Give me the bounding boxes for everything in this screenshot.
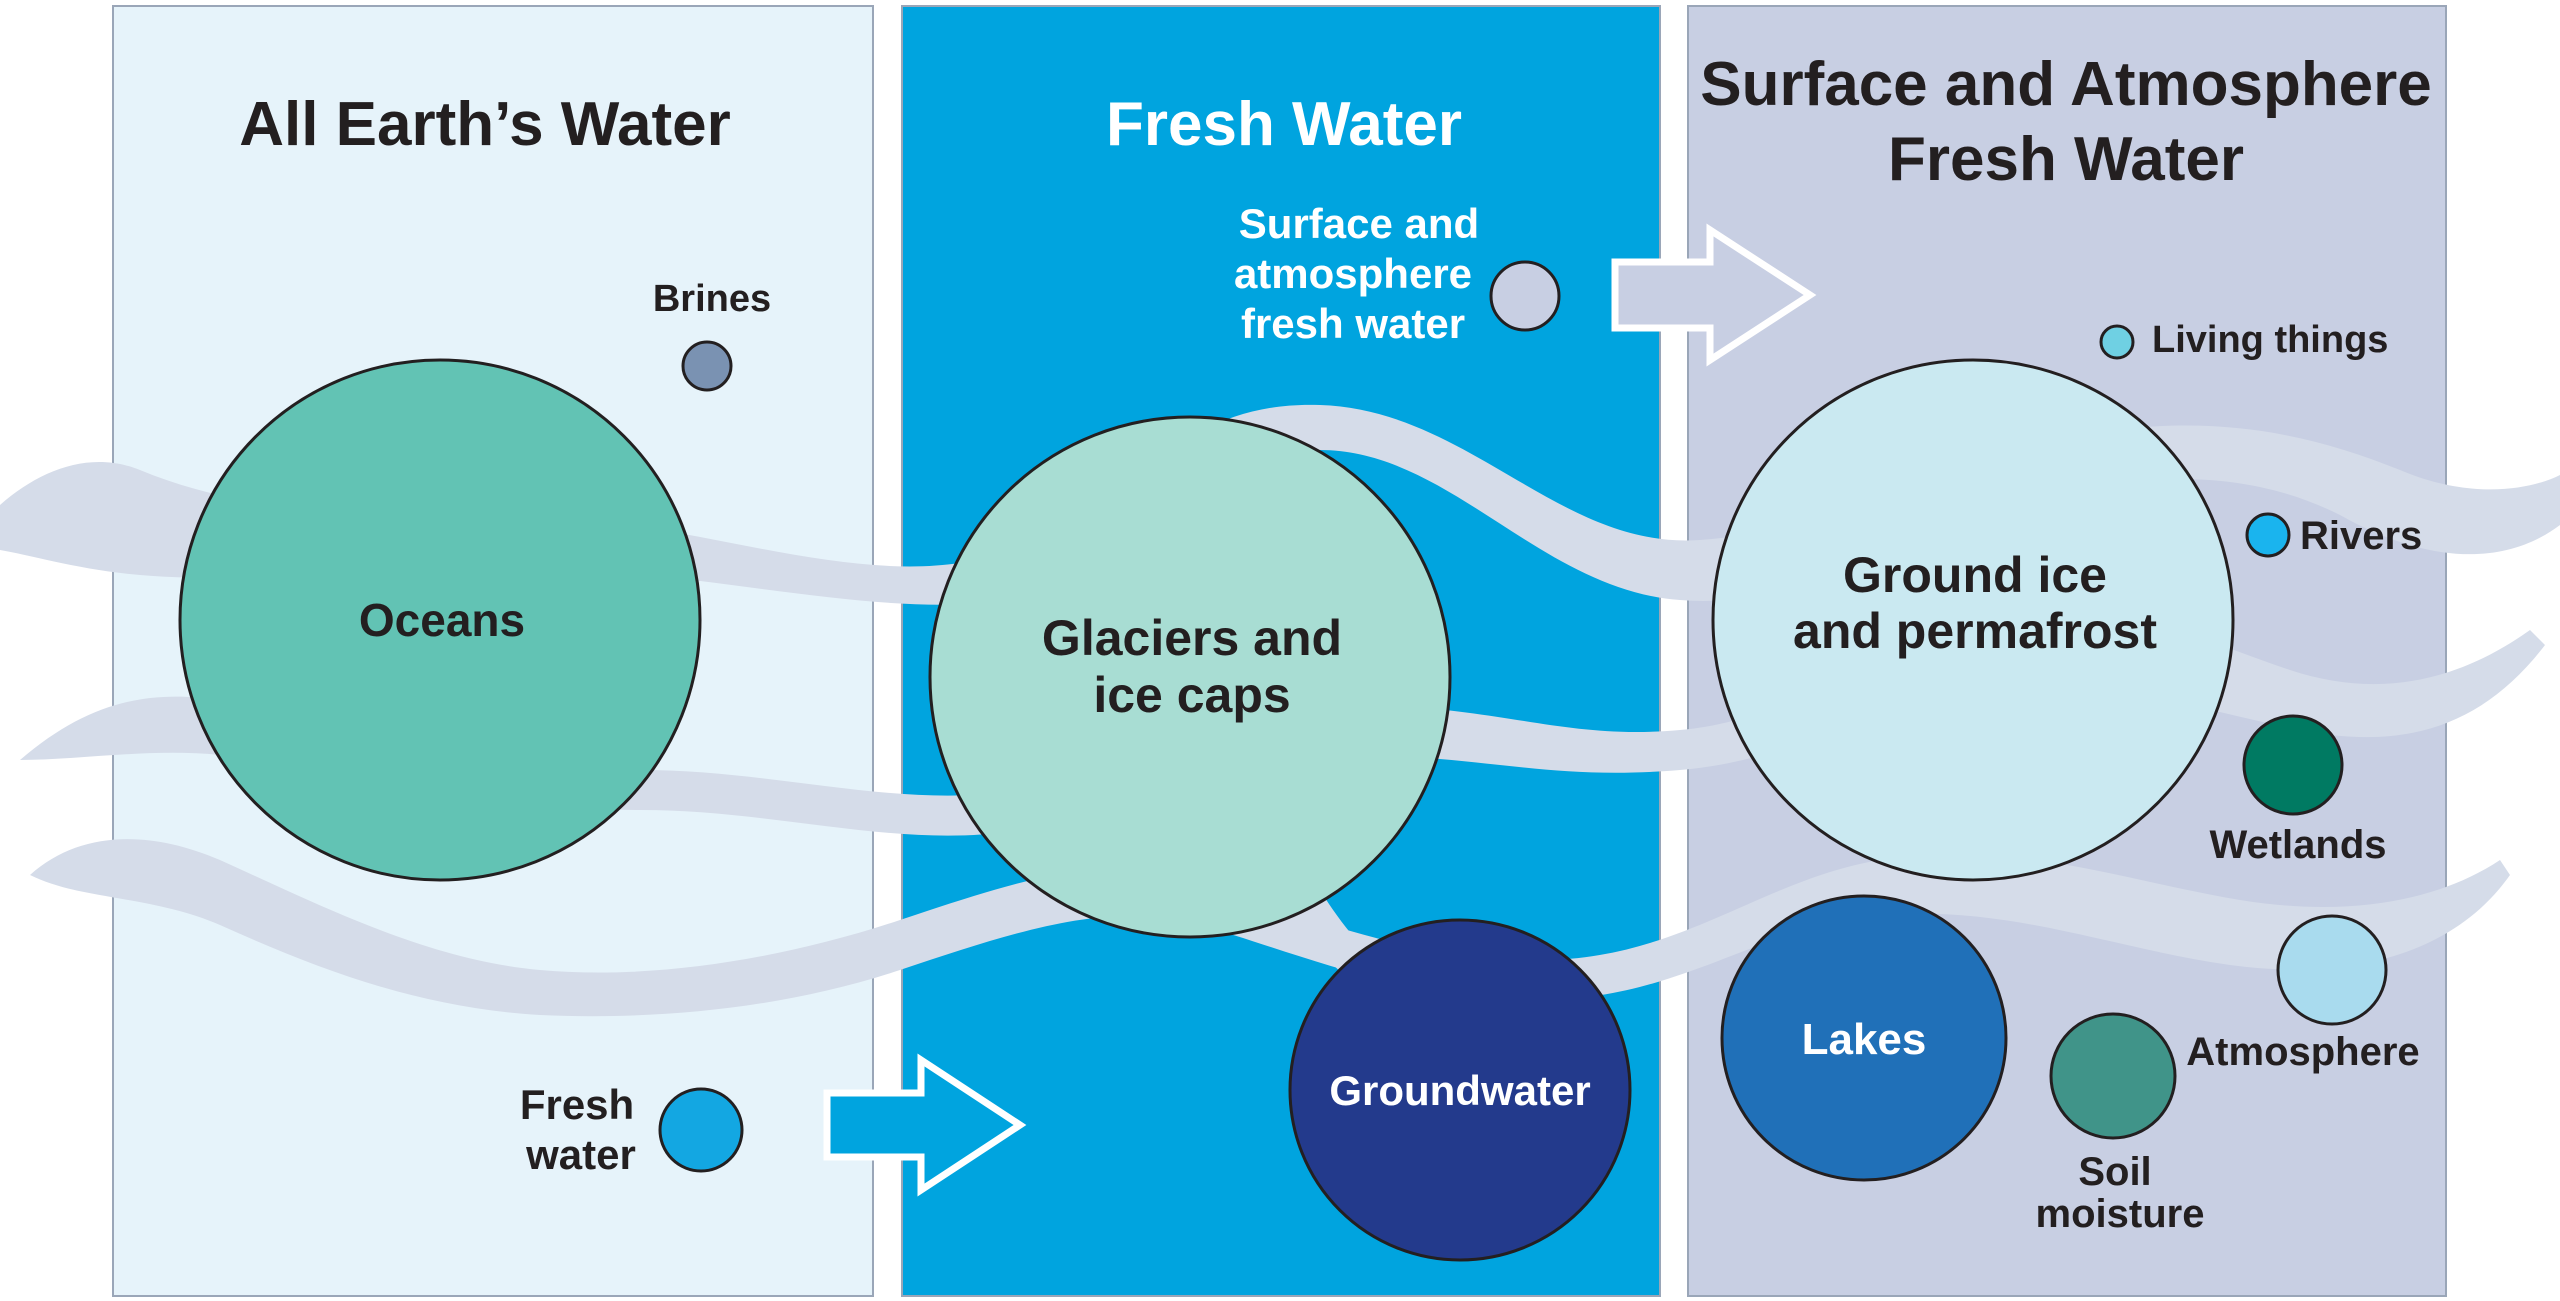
glaciers-label-line1: Glaciers and	[1042, 610, 1342, 666]
fresh-water-circle	[658, 1087, 744, 1173]
panel-title-surface-line1: Surface and Atmosphere	[1700, 50, 2432, 119]
surface-fw-circle	[1489, 260, 1561, 332]
living-things-circle	[2099, 324, 2135, 360]
rivers-circle	[2245, 512, 2291, 558]
ground-ice-label-line1: Ground ice	[1843, 547, 2107, 603]
fresh-water-label-line2: water	[525, 1131, 636, 1178]
wetlands-label: Wetlands	[2209, 823, 2386, 867]
panel-title-all-earths-water: All Earth’s Water	[239, 90, 731, 159]
brines-circle	[681, 340, 733, 392]
lakes-label: Lakes	[1802, 1015, 1927, 1064]
ground-ice-circle	[1711, 358, 2235, 882]
surface-fw-label-line2: atmosphere	[1234, 250, 1472, 297]
brines-label: Brines	[653, 278, 771, 320]
groundwater-label: Groundwater	[1329, 1067, 1590, 1114]
soil-moisture-label-line1: Soil	[2078, 1150, 2151, 1194]
soil-moisture-circle	[2049, 1012, 2177, 1140]
glaciers-label-line2: ice caps	[1093, 667, 1290, 723]
atmosphere-circle	[2276, 914, 2388, 1026]
surface-fw-label-line3: fresh water	[1241, 300, 1465, 347]
fresh-water-label-line1: Fresh	[520, 1081, 634, 1128]
groundwater-circle	[1288, 918, 1632, 1262]
soil-moisture-label-line2: moisture	[2036, 1192, 2205, 1236]
lakes-circle	[1720, 894, 2008, 1182]
wetlands-circle	[2242, 714, 2344, 816]
arrow-to-fresh-water	[823, 1053, 1027, 1197]
oceans-circle	[178, 358, 702, 882]
oceans-label: Oceans	[359, 594, 525, 646]
atmosphere-label: Atmosphere	[2186, 1030, 2419, 1074]
surface-fw-label-line1: Surface and	[1239, 200, 1479, 247]
glaciers-circle	[928, 415, 1452, 939]
wave-ribbon-bottom	[30, 839, 2510, 1017]
panel-title-fresh-water: Fresh Water	[1106, 90, 1462, 159]
ground-ice-label-line2: and permafrost	[1793, 603, 2157, 659]
panel-title-surface-line2: Fresh Water	[1888, 125, 2244, 194]
rivers-label: Rivers	[2300, 514, 2422, 558]
living-things-label: Living things	[2152, 319, 2388, 361]
arrow-to-surface-atmosphere	[1611, 223, 1817, 367]
